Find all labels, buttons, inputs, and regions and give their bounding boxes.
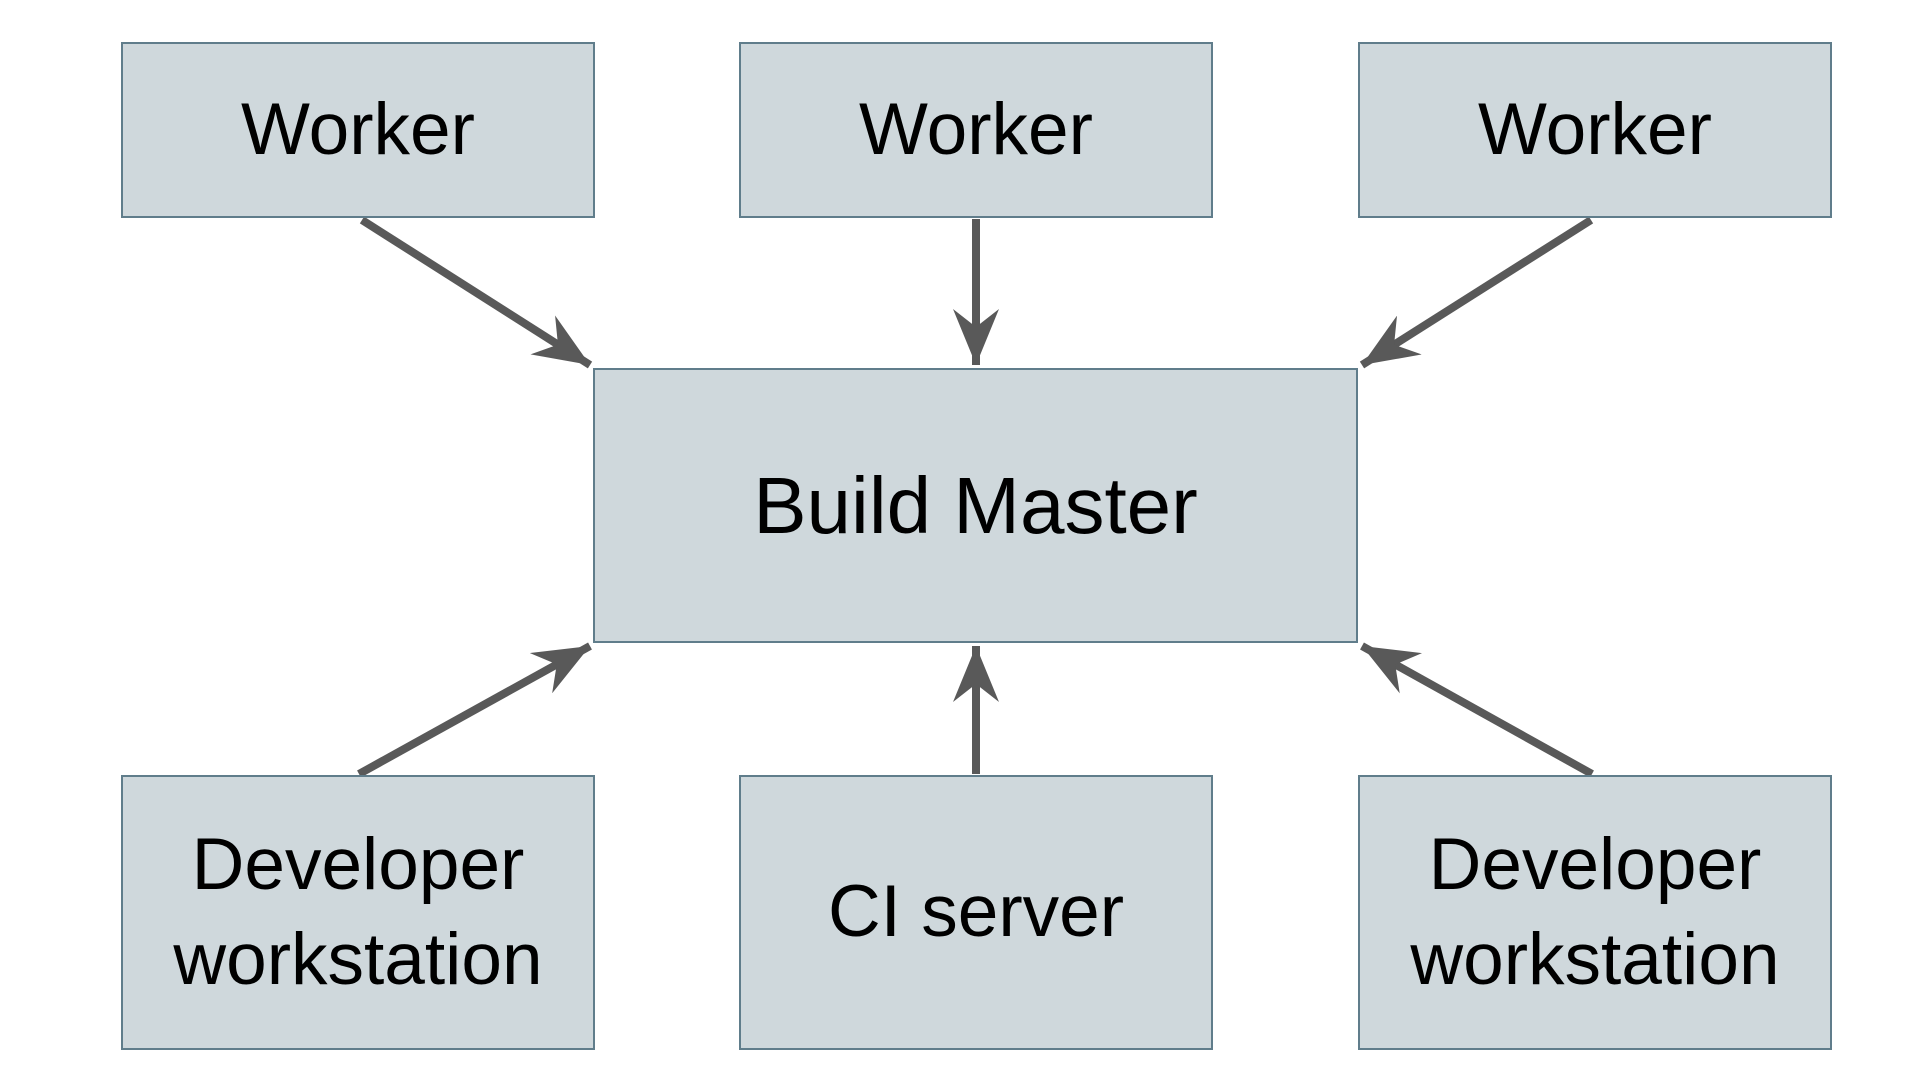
node-worker-2: Worker bbox=[739, 42, 1213, 218]
arrow-dev-workstation-2-to-build-master bbox=[1360, 642, 1594, 778]
node-worker-2-label: Worker bbox=[859, 88, 1093, 170]
node-build-master-label: Build Master bbox=[753, 460, 1198, 550]
node-ci-server: CI server bbox=[739, 775, 1213, 1050]
arrow-worker-3-to-build-master bbox=[1359, 216, 1594, 369]
node-developer-workstation-1-label: Developer workstation bbox=[173, 823, 543, 1000]
node-ci-server-label: CI server bbox=[827, 871, 1125, 953]
node-developer-workstation-1: Developer workstation bbox=[121, 775, 595, 1050]
node-worker-1: Worker bbox=[121, 42, 595, 218]
node-worker-3-label: Worker bbox=[1478, 88, 1712, 170]
arrow-dev-workstation-1-to-build-master bbox=[357, 642, 592, 778]
node-worker-3: Worker bbox=[1358, 42, 1832, 218]
node-worker-1-label: Worker bbox=[241, 88, 475, 170]
node-build-master: Build Master bbox=[593, 368, 1358, 643]
node-developer-workstation-2-label: Developer workstation bbox=[1410, 823, 1780, 1000]
node-developer-workstation-2: Developer workstation bbox=[1358, 775, 1832, 1050]
arrow-worker-1-to-build-master bbox=[359, 216, 593, 369]
